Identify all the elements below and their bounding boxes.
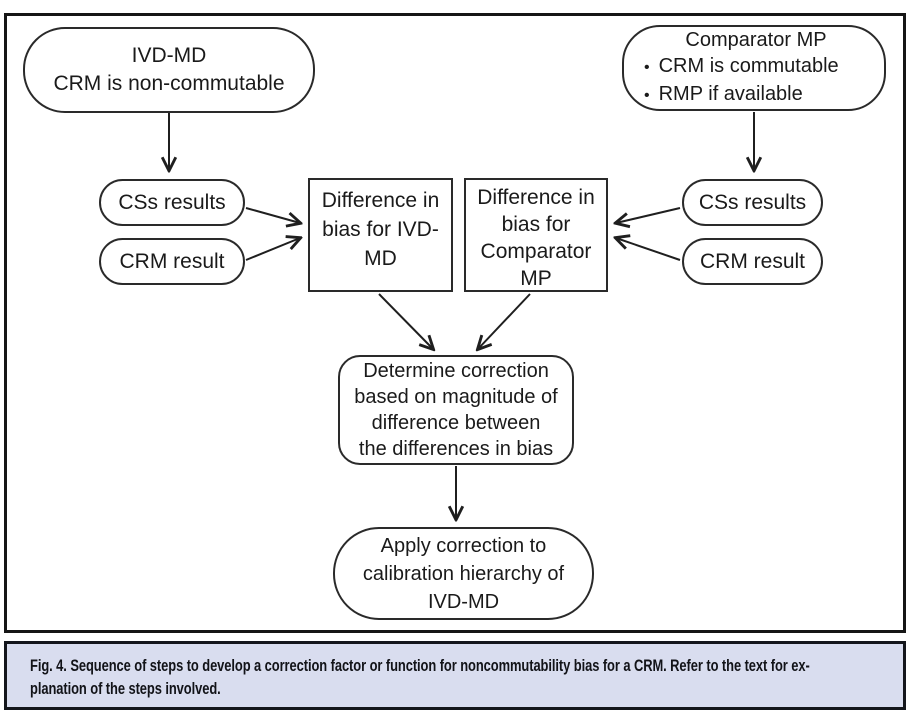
node-determine-line1: Determine correction (363, 360, 549, 382)
comparator-bullet-2: • RMP if available (638, 81, 874, 109)
pill-crm-result-left: CRM result (99, 238, 245, 285)
rect-difference-bias-ivd-md-line2: bias for IVD- (322, 218, 439, 241)
pill-crm-result-right-label: CRM result (699, 249, 805, 273)
figure-caption-text1: Sequence of steps to develop a correctio… (66, 656, 810, 675)
node-apply-line3: IVD-MD (427, 590, 500, 613)
node-ivd-md-line1: IVD-MD (131, 44, 207, 67)
pill-cs-results-left: CSs results (99, 179, 245, 226)
rect-difference-bias-ivd-md-line3: MD (364, 247, 397, 270)
figure-caption-line2: planation of the steps involved. (30, 679, 221, 698)
bullet-icon: • (644, 59, 650, 76)
figure-caption: Fig. 4. Sequence of steps to develop a c… (4, 641, 906, 710)
rect-difference-bias-comparator-line4: MP (520, 267, 552, 290)
node-determine-line4: the differences in bias (358, 438, 554, 460)
rect-difference-bias-comparator: Difference in bias for Comparator MP (464, 178, 608, 292)
figure-caption-line1: Fig. 4. Sequence of steps to develop a c… (30, 654, 810, 677)
pill-cs-results-right: CSs results (682, 179, 823, 226)
node-determine-line2: based on magnitude of (354, 386, 558, 408)
node-determine-line3: difference between (371, 412, 541, 434)
rect-difference-bias-ivd-md: Difference in bias for IVD- MD (308, 178, 453, 292)
pill-crm-result-left-label: CRM result (119, 249, 225, 273)
node-determine-correction: Determine correction based on magnitude … (338, 355, 574, 465)
node-comparator-mp: Comparator MP • CRM is commutable • RMP … (622, 25, 886, 111)
rect-difference-bias-comparator-line2: bias for (501, 213, 571, 236)
node-apply-line1: Apply correction to (380, 534, 547, 557)
rect-difference-bias-comparator-line1: Difference in (477, 186, 595, 209)
node-ivd-md: IVD-MD CRM is non-commutable (23, 27, 315, 113)
pill-cs-results-right-label: CSs results (698, 190, 807, 214)
comparator-bullet-1: • CRM is commutable (638, 53, 874, 81)
node-ivd-md-line2: CRM is non-commutable (53, 72, 285, 95)
comparator-bullet-2-text: RMP if available (658, 83, 803, 105)
node-comparator-mp-title: Comparator MP (685, 29, 827, 51)
bullet-icon: • (644, 87, 650, 104)
node-apply-line2: calibration hierarchy of (362, 562, 565, 585)
rect-difference-bias-ivd-md-line1: Difference in (321, 189, 440, 212)
rect-difference-bias-comparator-line3: Comparator (480, 240, 592, 263)
pill-crm-result-right: CRM result (682, 238, 823, 285)
comparator-bullet-1-text: CRM is commutable (658, 55, 839, 77)
node-apply-correction: Apply correction to calibration hierarch… (333, 527, 594, 620)
pill-cs-results-left-label: CSs results (118, 190, 226, 214)
figure-caption-label: Fig. 4. (30, 656, 67, 675)
